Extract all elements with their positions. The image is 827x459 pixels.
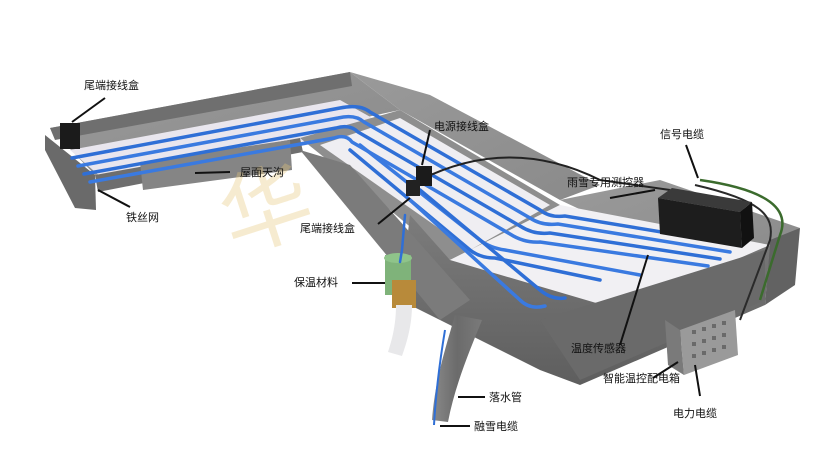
rain-snow-controller-box	[658, 188, 754, 248]
label-temp-sensor: 温度传感器	[571, 342, 626, 355]
label-wire-mesh: 铁丝网	[126, 211, 159, 224]
smart-control-box	[665, 310, 738, 375]
insulation-pipe	[384, 253, 416, 356]
leader-lines	[71, 97, 701, 427]
label-roof-gutter: 屋面天沟	[240, 166, 284, 179]
label-insulation: 保温材料	[294, 276, 338, 289]
tail-junction-box-1	[60, 123, 80, 149]
downpipe-shape	[432, 315, 482, 422]
label-power-box: 电源接线盒	[434, 120, 489, 133]
label-signal-cable: 信号电缆	[660, 128, 704, 141]
label-downpipe: 落水管	[489, 391, 522, 404]
label-smart-box: 智能温控配电箱	[603, 372, 680, 385]
label-rain-snow-controller: 雨雪专用测控器	[567, 176, 644, 189]
signal-cables	[419, 156, 784, 321]
label-tail-box-2: 尾端接线盒	[300, 222, 355, 235]
label-power-cable: 电力电缆	[673, 407, 717, 420]
label-snow-cable: 融雪电缆	[474, 420, 518, 433]
snow-melting-cables	[70, 104, 742, 309]
tail-junction-box-2	[406, 180, 420, 196]
label-tail-box-1: 尾端接线盒	[84, 79, 139, 92]
